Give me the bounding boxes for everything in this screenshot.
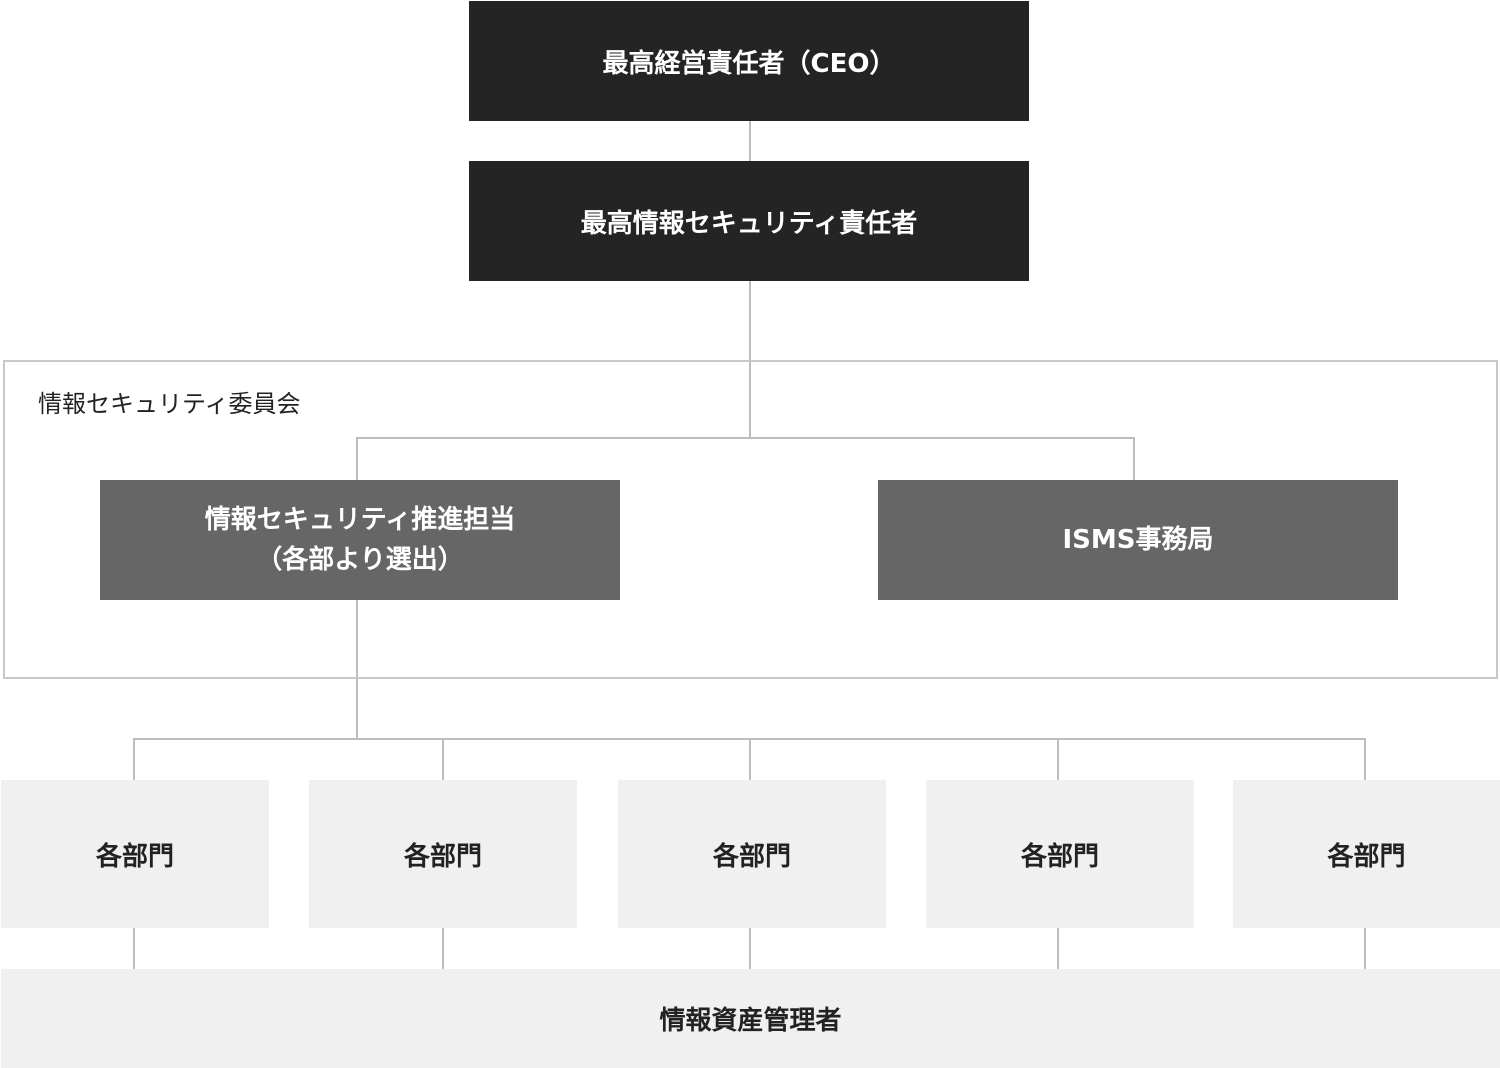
ciso-box: 最高情報セキュリティ責任者 xyxy=(469,161,1029,281)
department-box: 各部門 xyxy=(1233,780,1500,928)
connector-committee-horizontal xyxy=(356,437,1135,439)
connector-dept-4 xyxy=(1057,738,1059,780)
department-box: 各部門 xyxy=(309,780,577,928)
connector-dept-2 xyxy=(442,738,444,780)
isms-office-label: ISMS事務局 xyxy=(1062,525,1214,555)
department-label: 各部門 xyxy=(1020,841,1099,872)
isms-office-box: ISMS事務局 xyxy=(878,480,1398,600)
connector-ciso-committee xyxy=(749,281,751,438)
connector-dept-4-asset xyxy=(1057,928,1059,969)
department-box: 各部門 xyxy=(1,780,269,928)
ciso-label: 最高情報セキュリティ責任者 xyxy=(580,208,918,239)
asset-manager-box: 情報資産管理者 xyxy=(1,969,1500,1068)
committee-frame xyxy=(3,360,1498,679)
department-label: 各部門 xyxy=(403,841,482,872)
promoter-box: 情報セキュリティ推進担当 （各部より選出） xyxy=(100,480,620,600)
department-box: 各部門 xyxy=(618,780,886,928)
connector-ceo-ciso xyxy=(749,121,751,161)
connector-to-promoter xyxy=(356,437,358,480)
ceo-box: 最高経営責任者（CEO） xyxy=(469,1,1029,121)
connector-dept-2-asset xyxy=(442,928,444,969)
connector-to-isms xyxy=(1133,437,1135,480)
department-label: 各部門 xyxy=(1327,841,1406,872)
promoter-label-line1: 情報セキュリティ推進担当 xyxy=(204,505,516,535)
department-box: 各部門 xyxy=(926,780,1194,928)
promoter-label-line2: （各部より選出） xyxy=(256,545,464,575)
connector-promoter-departments xyxy=(356,600,358,739)
department-label: 各部門 xyxy=(712,841,791,872)
connector-dept-3 xyxy=(749,738,751,780)
connector-dept-5 xyxy=(1364,738,1366,780)
department-label: 各部門 xyxy=(95,841,174,872)
committee-label: 情報セキュリティ委員会 xyxy=(38,390,301,418)
connector-dept-1-asset xyxy=(133,928,135,969)
connector-dept-1 xyxy=(133,738,135,780)
connector-dept-5-asset xyxy=(1364,928,1366,969)
ceo-label: 最高経営責任者（CEO） xyxy=(602,48,896,79)
connector-dept-3-asset xyxy=(749,928,751,969)
asset-manager-label: 情報資産管理者 xyxy=(659,1006,842,1036)
